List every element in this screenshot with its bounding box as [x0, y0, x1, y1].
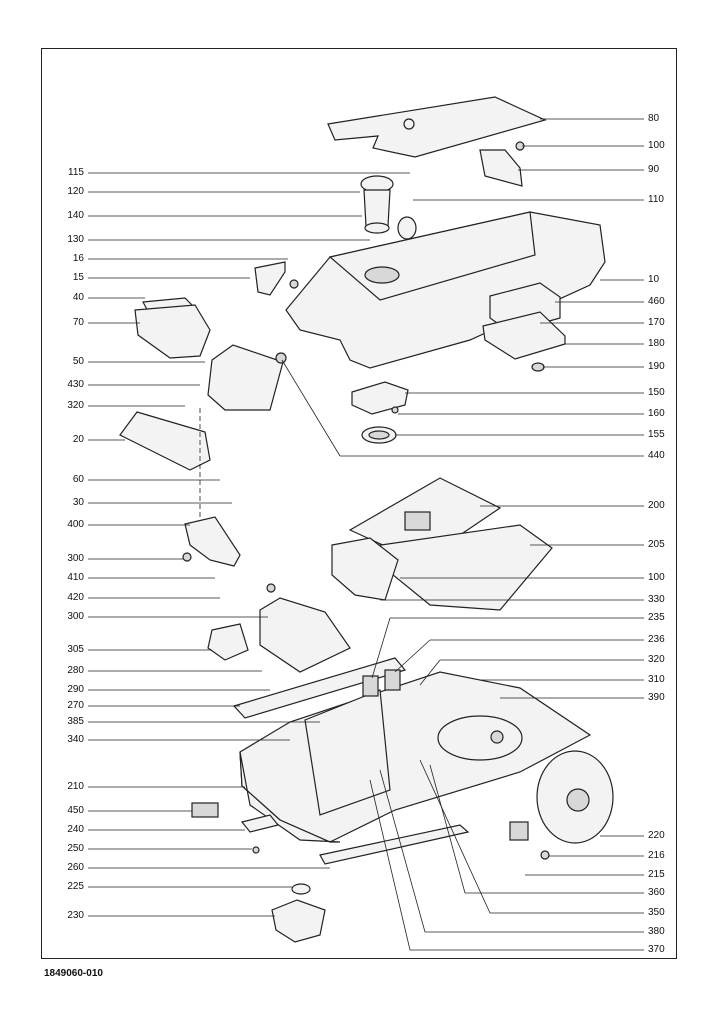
label-140: 140	[67, 210, 84, 221]
part-axle	[509, 821, 550, 860]
part-connectors	[362, 669, 401, 697]
label-300-a: 300	[67, 553, 84, 564]
part-foot	[531, 362, 545, 372]
label-390: 390	[648, 692, 665, 703]
leader-lines-right	[281, 118, 644, 951]
label-170: 170	[648, 317, 665, 328]
label-160: 160	[648, 408, 665, 419]
label-310: 310	[648, 674, 665, 685]
label-230: 230	[67, 910, 84, 921]
label-350: 350	[648, 907, 665, 918]
label-420: 420	[67, 592, 84, 603]
label-385: 385	[67, 716, 84, 727]
label-380: 380	[648, 926, 665, 937]
part-upper-housing	[285, 211, 606, 369]
label-80: 80	[648, 113, 660, 124]
label-205: 205	[648, 539, 665, 550]
part-mount	[182, 516, 241, 567]
label-236: 236	[648, 634, 665, 645]
label-450: 450	[67, 805, 84, 816]
part-strip-240	[240, 814, 280, 833]
part-castor	[271, 883, 326, 943]
label-410: 410	[67, 572, 84, 583]
part-valve	[351, 381, 409, 444]
diagram-frame	[41, 48, 677, 959]
part-motor-mount	[437, 715, 523, 761]
label-100-a: 100	[648, 140, 665, 151]
label-240: 240	[67, 824, 84, 835]
label-180: 180	[648, 338, 665, 349]
label-360: 360	[648, 887, 665, 898]
part-latch	[254, 261, 299, 296]
leader-lines-left	[88, 172, 410, 917]
part-wheel	[536, 750, 614, 844]
part-cover-plate	[327, 96, 547, 158]
part-nozzle-stack	[360, 175, 394, 234]
label-330: 330	[648, 594, 665, 605]
label-290: 290	[67, 684, 84, 695]
label-190: 190	[648, 361, 665, 372]
label-440: 440	[648, 450, 665, 461]
part-switch	[191, 802, 219, 818]
part-knob	[397, 216, 417, 240]
part-screw-300	[266, 583, 276, 593]
label-216: 216	[648, 850, 665, 861]
label-100-b: 100	[648, 572, 665, 583]
label-30: 30	[72, 497, 84, 508]
label-300-b: 300	[67, 611, 84, 622]
label-430: 430	[67, 379, 84, 390]
label-60: 60	[72, 474, 84, 485]
label-320-left: 320	[67, 400, 84, 411]
label-460: 460	[648, 296, 665, 307]
label-340: 340	[67, 734, 84, 745]
label-130: 130	[67, 234, 84, 245]
label-215: 215	[648, 869, 665, 880]
label-150: 150	[648, 387, 665, 398]
part-filter-box	[482, 282, 566, 360]
part-clip	[479, 149, 523, 187]
label-370: 370	[648, 944, 665, 955]
label-210: 210	[67, 781, 84, 792]
part-bumper	[319, 824, 470, 865]
label-10: 10	[648, 274, 660, 285]
label-305: 305	[67, 644, 84, 655]
label-220: 220	[648, 830, 665, 841]
label-200: 200	[648, 500, 665, 511]
label-400: 400	[67, 519, 84, 530]
label-155: 155	[648, 429, 665, 440]
label-16: 16	[72, 253, 84, 264]
document-number: 1849060-010	[44, 968, 103, 979]
part-lower-housing	[239, 671, 592, 843]
label-110: 110	[648, 194, 664, 205]
label-120: 120	[67, 186, 84, 197]
label-40: 40	[72, 292, 84, 303]
label-250: 250	[67, 843, 84, 854]
part-cord-cover	[207, 597, 351, 673]
part-bracket	[207, 344, 287, 411]
label-90: 90	[648, 164, 660, 175]
part-lid	[119, 411, 211, 471]
label-115: 115	[68, 167, 84, 178]
label-20: 20	[72, 434, 84, 445]
label-320-right: 320	[648, 654, 665, 665]
part-dust-bag	[348, 477, 553, 611]
label-15: 15	[72, 272, 84, 283]
label-70: 70	[72, 317, 84, 328]
label-50: 50	[72, 356, 84, 367]
part-rail	[232, 657, 407, 719]
part-screw-250	[252, 846, 260, 854]
label-225: 225	[67, 881, 84, 892]
label-235: 235	[648, 612, 665, 623]
label-280: 280	[67, 665, 84, 676]
label-260: 260	[67, 862, 84, 873]
part-handle	[134, 297, 211, 359]
label-270: 270	[67, 700, 84, 711]
